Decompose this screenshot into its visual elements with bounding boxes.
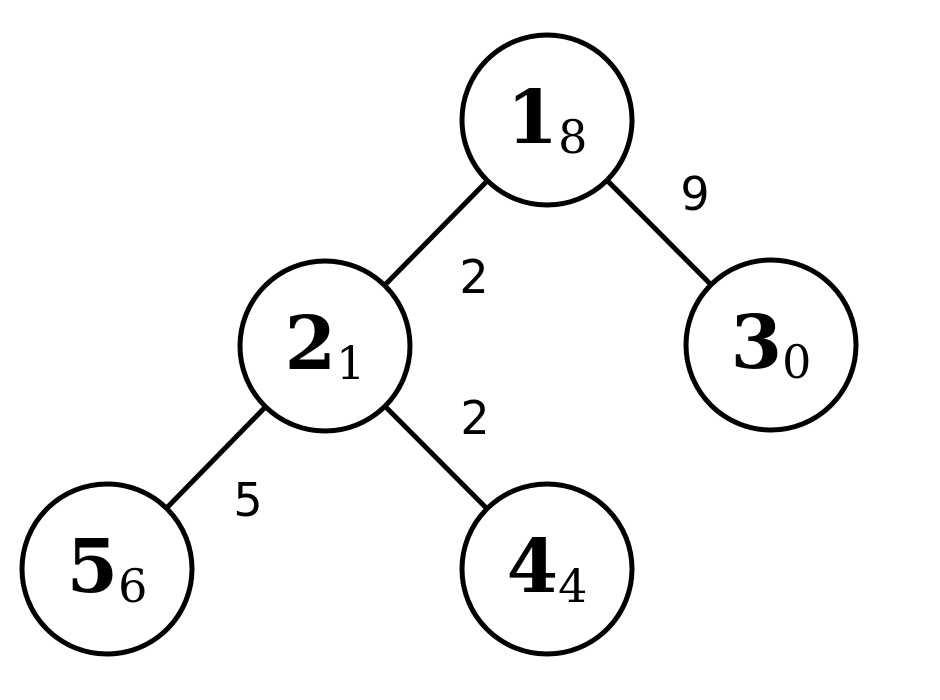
node-label-2: 21 [285, 301, 366, 390]
node-circle-2 [237, 258, 413, 434]
edge-weight-label-1-2: 2 [459, 250, 488, 304]
node-label-5: 56 [67, 524, 148, 613]
node-circle-3 [683, 257, 859, 433]
node-circle-5 [19, 481, 195, 657]
node-circle-4 [459, 481, 635, 657]
node-label-4: 44 [507, 524, 588, 613]
node-label-3: 30 [731, 300, 812, 389]
edge-weight-label-1-3: 9 [680, 167, 709, 221]
node-circle-1 [459, 32, 635, 208]
edge-weight-label-2-4: 2 [460, 391, 489, 445]
edge-weight-label-2-5: 5 [233, 473, 262, 527]
node-label-1: 18 [507, 75, 588, 164]
